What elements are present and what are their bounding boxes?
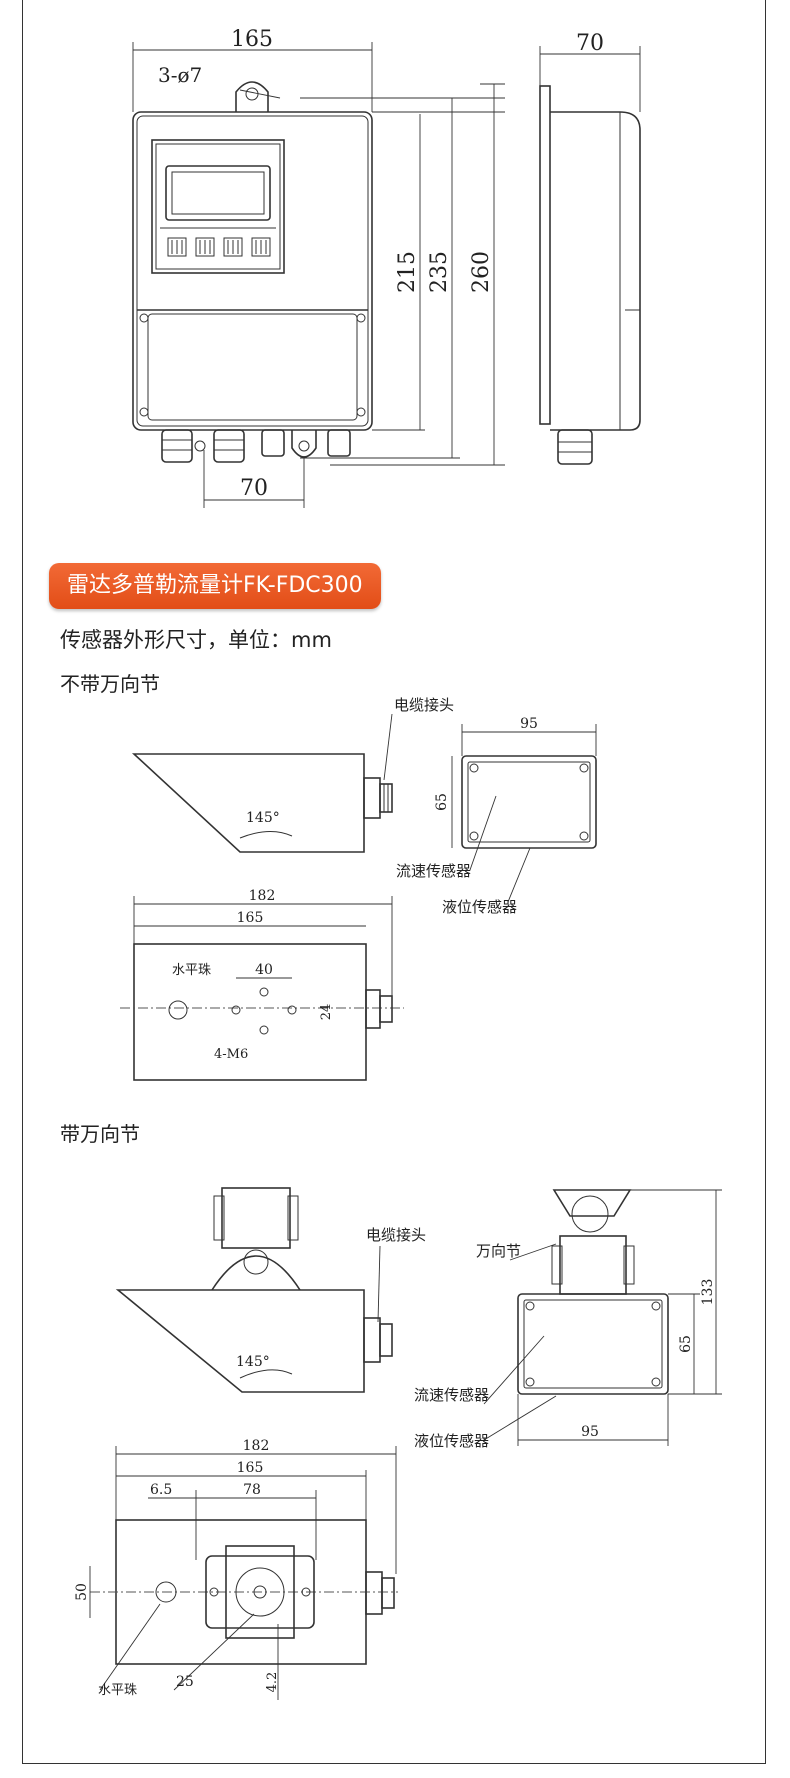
joint-bracket-side bbox=[221, 1187, 291, 1249]
angle-label-1: 145° bbox=[246, 810, 280, 826]
side-gland bbox=[557, 429, 593, 465]
dim-78: 78 bbox=[243, 1482, 261, 1498]
section-no-joint: 不带万向节 bbox=[60, 672, 160, 696]
label-cable-2: 电缆接头 bbox=[366, 1226, 426, 1244]
content-frame bbox=[22, 0, 766, 1764]
dim-215: 215 bbox=[395, 251, 420, 293]
label-joint: 万向节 bbox=[476, 1242, 521, 1260]
label-flow-1: 流速传感器 bbox=[396, 862, 471, 880]
dim-4-2: 4.2 bbox=[265, 1672, 280, 1693]
joint-top bbox=[552, 1189, 632, 1217]
side-body bbox=[550, 111, 641, 431]
label-cable-1: 电缆接头 bbox=[394, 696, 454, 714]
dim-65-a: 65 bbox=[434, 793, 450, 811]
dim-235: 235 bbox=[427, 251, 452, 293]
dim-65-b: 65 bbox=[678, 1335, 694, 1353]
joint-top-plate bbox=[205, 1555, 315, 1629]
cable-connector-2 bbox=[363, 1317, 381, 1363]
dim-holes: 3-ø7 bbox=[158, 63, 202, 87]
display-panel bbox=[151, 139, 285, 274]
dim-6-5: 6.5 bbox=[150, 1482, 172, 1498]
side-plate bbox=[539, 85, 551, 425]
joint-top-bracket bbox=[225, 1545, 295, 1639]
dim-24: 24 bbox=[319, 1004, 334, 1021]
dim-25: 25 bbox=[176, 1674, 194, 1690]
dim-width: 165 bbox=[231, 27, 273, 52]
joint-disk-side bbox=[211, 1255, 301, 1291]
mount-tab bbox=[235, 81, 269, 112]
sensor-front-view-2 bbox=[517, 1293, 669, 1395]
units-subtitle: 传感器外形尺寸，单位：mm bbox=[60, 628, 332, 652]
converter-body bbox=[132, 111, 373, 431]
bubble-level-2 bbox=[155, 1581, 177, 1603]
dim-182-a: 182 bbox=[249, 888, 276, 904]
dim-260: 260 bbox=[469, 251, 494, 293]
sensor-side-profile bbox=[131, 753, 365, 853]
dim-depth: 70 bbox=[576, 31, 604, 56]
sensor-side-profile-2 bbox=[115, 1289, 365, 1393]
sensor-front-view bbox=[461, 755, 597, 849]
cable-glands bbox=[161, 429, 351, 463]
label-level-2: 液位传感器 bbox=[414, 1432, 489, 1450]
joint-top-disk bbox=[235, 1567, 285, 1617]
wiring-cover bbox=[147, 313, 358, 421]
keypad bbox=[167, 237, 271, 257]
dim-40: 40 bbox=[255, 962, 273, 978]
dim-165-a: 165 bbox=[237, 910, 264, 926]
angle-label-2: 145° bbox=[236, 1354, 270, 1370]
dim-50: 50 bbox=[74, 1583, 90, 1601]
label-bubble-2: 水平珠 bbox=[98, 1683, 137, 1698]
joint-disk-front bbox=[571, 1195, 609, 1233]
bubble-level-1 bbox=[168, 1000, 188, 1020]
product-banner: 雷达多普勒流量计FK-FDC300 bbox=[49, 563, 381, 609]
dim-165-b: 165 bbox=[237, 1460, 264, 1476]
dim-95-b: 95 bbox=[581, 1424, 599, 1440]
label-level-1: 液位传感器 bbox=[442, 898, 517, 916]
dim-bottom-70: 70 bbox=[240, 476, 268, 501]
dim-182-b: 182 bbox=[243, 1438, 270, 1454]
dim-95-a: 95 bbox=[520, 716, 538, 732]
label-flow-2: 流速传感器 bbox=[414, 1386, 489, 1404]
joint-bracket-front bbox=[559, 1235, 627, 1295]
label-bubble-1: 水平珠 bbox=[172, 963, 211, 978]
label-screws: 4-M6 bbox=[214, 1047, 248, 1062]
lcd-screen bbox=[165, 165, 271, 221]
section-with-joint: 带万向节 bbox=[60, 1122, 140, 1146]
dim-133: 133 bbox=[700, 1279, 716, 1306]
